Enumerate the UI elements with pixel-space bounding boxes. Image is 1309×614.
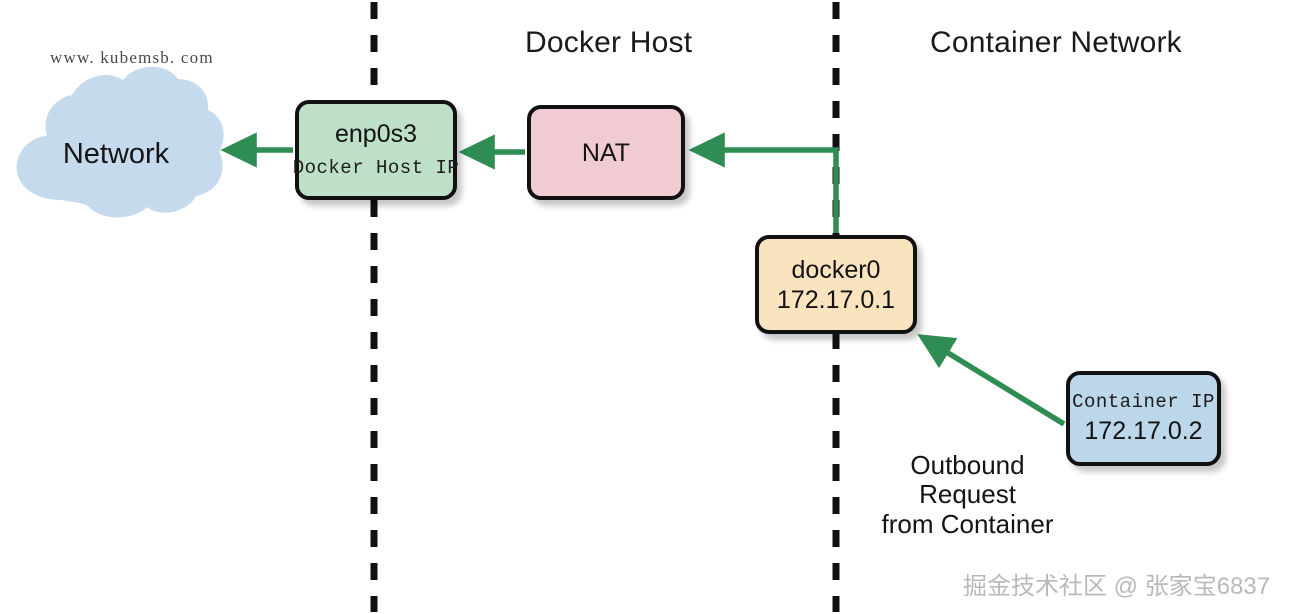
node-docker0-title: docker0 xyxy=(791,255,881,284)
watermark-site: www. kubemsb. com xyxy=(50,48,214,67)
node-docker0: docker0 172.17.0.1 xyxy=(755,235,917,334)
zone-title-docker-host: Docker Host xyxy=(525,26,693,59)
node-nat-title: NAT xyxy=(581,138,631,167)
annotation-outbound-line3: from Container xyxy=(881,508,1054,539)
node-container-ip: 172.17.0.2 xyxy=(1084,417,1203,446)
node-docker0-ip: 172.17.0.1 xyxy=(776,285,896,314)
flow-container-to-docker0 xyxy=(917,334,1066,427)
watermark-author: 掘金技术社区 @ 张家宝6837 xyxy=(963,573,1271,600)
annotation-outbound-request: Outbound Request from Container xyxy=(875,450,1060,539)
node-enp0s3-subtitle: Docker Host IP xyxy=(292,157,460,180)
node-enp0s3-title: enp0s3 xyxy=(334,120,418,149)
cloud-icon xyxy=(16,66,224,218)
node-container: Container IP 172.17.0.2 xyxy=(1066,371,1221,466)
node-enp0s3: enp0s3 Docker Host IP xyxy=(292,100,460,200)
annotation-outbound-line1: Outbound xyxy=(910,450,1025,480)
annotation-outbound-line2: Request xyxy=(919,479,1016,510)
node-container-label: Container IP xyxy=(1072,390,1215,413)
flow-docker0-to-nat xyxy=(688,132,839,233)
node-nat: NAT xyxy=(527,105,685,200)
zone-title-container-network: Container Network xyxy=(930,26,1182,59)
